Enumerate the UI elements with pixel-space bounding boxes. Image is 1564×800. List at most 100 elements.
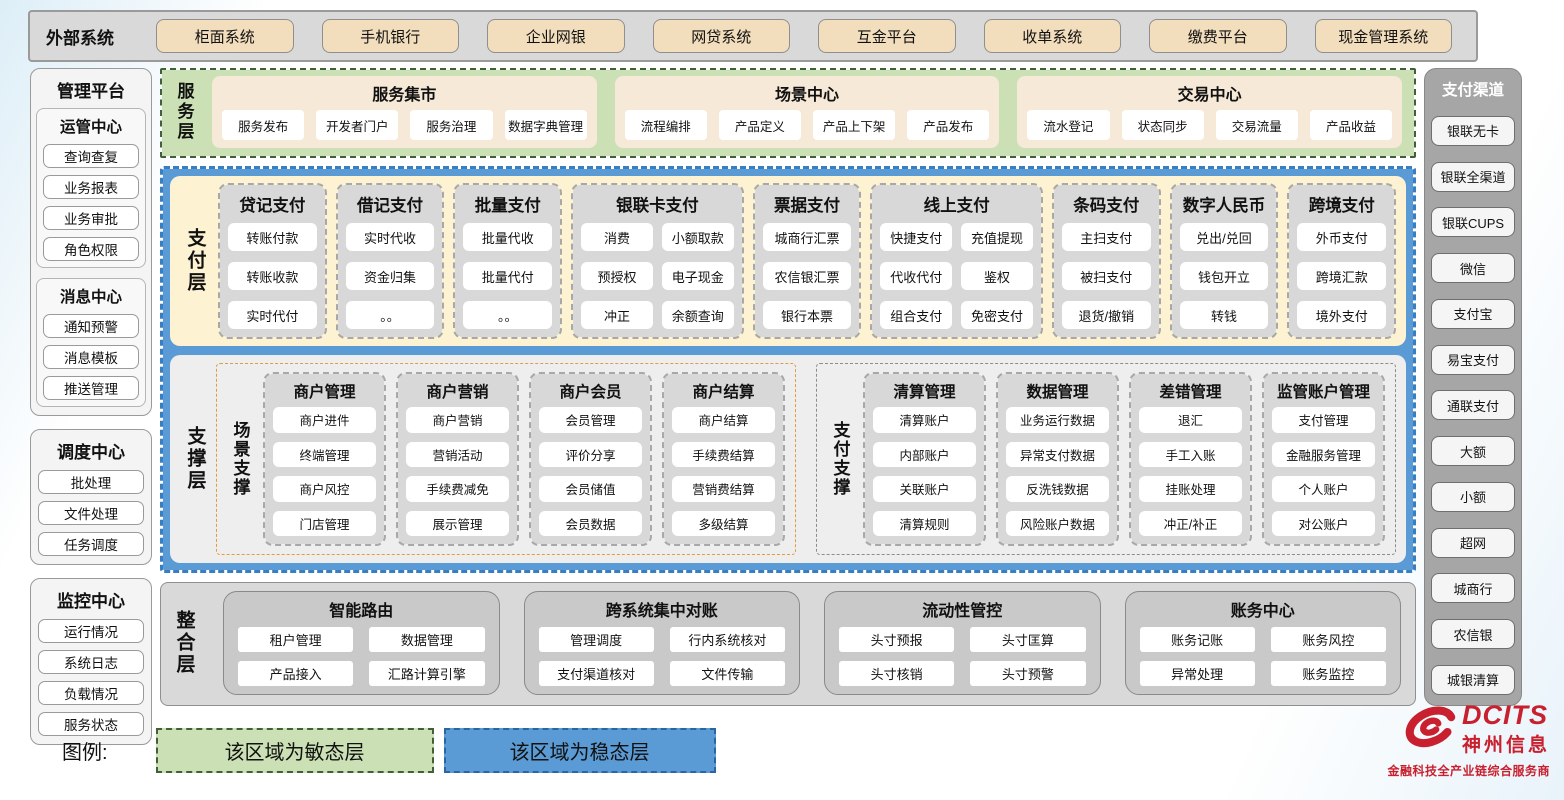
support-item-button[interactable]: 商户进件 (273, 407, 376, 433)
payment-item-button[interactable]: 余额查询 (661, 301, 734, 329)
service-item-button[interactable]: 产品定义 (718, 110, 802, 140)
support-item-button[interactable]: 商户结算 (672, 407, 775, 433)
payment-channel-button[interactable]: 易宝支付 (1431, 344, 1515, 375)
integration-item-button[interactable]: 头寸核销 (839, 661, 955, 686)
payment-item-button[interactable]: 转钱 (1179, 301, 1269, 329)
payment-item-button[interactable]: 转账付款 (228, 223, 317, 251)
support-item-button[interactable]: 商户营销 (406, 407, 509, 433)
support-item-button[interactable]: 反洗钱数据 (1006, 476, 1109, 502)
payment-item-button[interactable]: 被扫支付 (1061, 262, 1151, 290)
payment-item-button[interactable]: 快捷支付 (880, 223, 953, 251)
support-item-button[interactable]: 清算账户 (873, 407, 976, 433)
support-item-button[interactable]: 内部账户 (873, 441, 976, 467)
integration-item-button[interactable]: 头寸预警 (970, 661, 1086, 686)
payment-item-button[interactable]: 。。 (463, 301, 553, 329)
payment-item-button[interactable]: 组合支付 (880, 301, 953, 329)
service-item-button[interactable]: 流水登记 (1027, 110, 1110, 140)
external-system-button[interactable]: 手机银行 (321, 19, 459, 53)
external-system-button[interactable]: 缴费平台 (1149, 19, 1287, 53)
sidebar-item-button[interactable]: 业务报表 (43, 175, 139, 199)
payment-channel-button[interactable]: 超网 (1431, 527, 1515, 558)
support-item-button[interactable]: 商户风控 (273, 476, 376, 502)
payment-channel-button[interactable]: 小额 (1431, 481, 1515, 512)
payment-channel-button[interactable]: 支付宝 (1431, 298, 1515, 329)
service-item-button[interactable]: 产品收益 (1309, 110, 1393, 140)
service-item-button[interactable]: 开发者门户 (316, 110, 399, 140)
payment-item-button[interactable]: 跨境汇款 (1297, 262, 1387, 290)
support-item-button[interactable]: 营销费结算 (672, 476, 775, 502)
sidebar-item-button[interactable]: 系统日志 (38, 650, 144, 674)
payment-item-button[interactable]: 充值提现 (961, 223, 1033, 251)
payment-item-button[interactable]: 代收代付 (880, 262, 953, 290)
payment-channel-button[interactable]: 城商行 (1431, 573, 1515, 604)
support-item-button[interactable]: 手工入账 (1139, 441, 1242, 467)
payment-item-button[interactable]: 农信银汇票 (762, 262, 852, 290)
payment-item-button[interactable]: 电子现金 (661, 262, 734, 290)
support-item-button[interactable]: 业务运行数据 (1006, 407, 1109, 433)
integration-item-button[interactable]: 账务监控 (1270, 661, 1386, 686)
service-item-button[interactable]: 产品上下架 (813, 110, 896, 140)
support-item-button[interactable]: 手续费减免 (406, 476, 509, 502)
external-system-button[interactable]: 现金管理系统 (1314, 19, 1452, 53)
payment-item-button[interactable]: 外币支付 (1297, 223, 1387, 251)
support-item-button[interactable]: 终端管理 (273, 441, 376, 467)
sidebar-item-button[interactable]: 业务审批 (43, 206, 139, 230)
sidebar-item-button[interactable]: 批处理 (38, 470, 144, 494)
payment-item-button[interactable]: 鉴权 (961, 262, 1033, 290)
support-item-button[interactable]: 个人账户 (1272, 476, 1375, 502)
support-item-button[interactable]: 风险账户数据 (1006, 510, 1109, 536)
support-item-button[interactable]: 清算规则 (873, 510, 976, 536)
support-item-button[interactable]: 手续费结算 (672, 441, 775, 467)
support-item-button[interactable]: 会员数据 (539, 510, 642, 536)
external-system-button[interactable]: 收单系统 (983, 19, 1121, 53)
sidebar-item-button[interactable]: 负载情况 (38, 681, 144, 705)
integration-item-button[interactable]: 异常处理 (1139, 661, 1255, 686)
payment-channel-button[interactable]: 通联支付 (1431, 390, 1515, 421)
support-item-button[interactable]: 营销活动 (406, 441, 509, 467)
service-item-button[interactable]: 服务发布 (222, 110, 305, 140)
integration-item-button[interactable]: 文件传输 (669, 661, 785, 686)
integration-item-button[interactable]: 汇路计算引擎 (369, 661, 485, 686)
support-item-button[interactable]: 多级结算 (672, 510, 775, 536)
payment-item-button[interactable]: 批量代付 (463, 262, 553, 290)
sidebar-item-button[interactable]: 文件处理 (38, 501, 144, 525)
sidebar-item-button[interactable]: 服务状态 (38, 712, 144, 736)
integration-item-button[interactable]: 账务记账 (1139, 627, 1255, 652)
service-item-button[interactable]: 产品发布 (907, 110, 990, 140)
sidebar-item-button[interactable]: 查询查复 (43, 144, 139, 168)
payment-channel-button[interactable]: 农信银 (1431, 619, 1515, 650)
payment-item-button[interactable]: 银行本票 (762, 301, 852, 329)
payment-item-button[interactable]: 兑出/兑回 (1179, 223, 1269, 251)
sidebar-item-button[interactable]: 运行情况 (38, 619, 144, 643)
support-item-button[interactable]: 支付管理 (1272, 407, 1375, 433)
payment-item-button[interactable]: 冲正 (581, 301, 653, 329)
payment-item-button[interactable]: 退货/撤销 (1061, 301, 1151, 329)
service-item-button[interactable]: 服务治理 (410, 110, 493, 140)
service-item-button[interactable]: 数据字典管理 (504, 110, 587, 140)
payment-item-button[interactable]: 预授权 (581, 262, 653, 290)
payment-channel-button[interactable]: 微信 (1431, 253, 1515, 284)
sidebar-item-button[interactable]: 消息模板 (43, 345, 139, 369)
support-item-button[interactable]: 会员储值 (539, 476, 642, 502)
external-system-button[interactable]: 网贷系统 (652, 19, 790, 53)
sidebar-item-button[interactable]: 推送管理 (43, 376, 139, 400)
payment-item-button[interactable]: 。。 (345, 301, 435, 329)
integration-item-button[interactable]: 账务风控 (1270, 627, 1386, 652)
payment-item-button[interactable]: 钱包开立 (1179, 262, 1269, 290)
support-item-button[interactable]: 金融服务管理 (1272, 441, 1375, 467)
support-item-button[interactable]: 评价分享 (539, 441, 642, 467)
integration-item-button[interactable]: 租户管理 (238, 627, 354, 652)
payment-item-button[interactable]: 消费 (581, 223, 653, 251)
service-item-button[interactable]: 流程编排 (624, 110, 707, 140)
external-system-button[interactable]: 柜面系统 (156, 19, 294, 53)
support-item-button[interactable]: 挂账处理 (1139, 476, 1242, 502)
external-system-button[interactable]: 企业网银 (487, 19, 625, 53)
integration-item-button[interactable]: 头寸预报 (839, 627, 955, 652)
external-system-button[interactable]: 互金平台 (818, 19, 956, 53)
integration-item-button[interactable]: 管理调度 (538, 627, 654, 652)
payment-item-button[interactable]: 转账收款 (228, 262, 317, 290)
integration-item-button[interactable]: 行内系统核对 (669, 627, 785, 652)
payment-channel-button[interactable]: 银联CUPS (1431, 207, 1515, 238)
payment-channel-button[interactable]: 城银清算 (1431, 664, 1515, 695)
payment-channel-button[interactable]: 银联无卡 (1431, 115, 1515, 146)
